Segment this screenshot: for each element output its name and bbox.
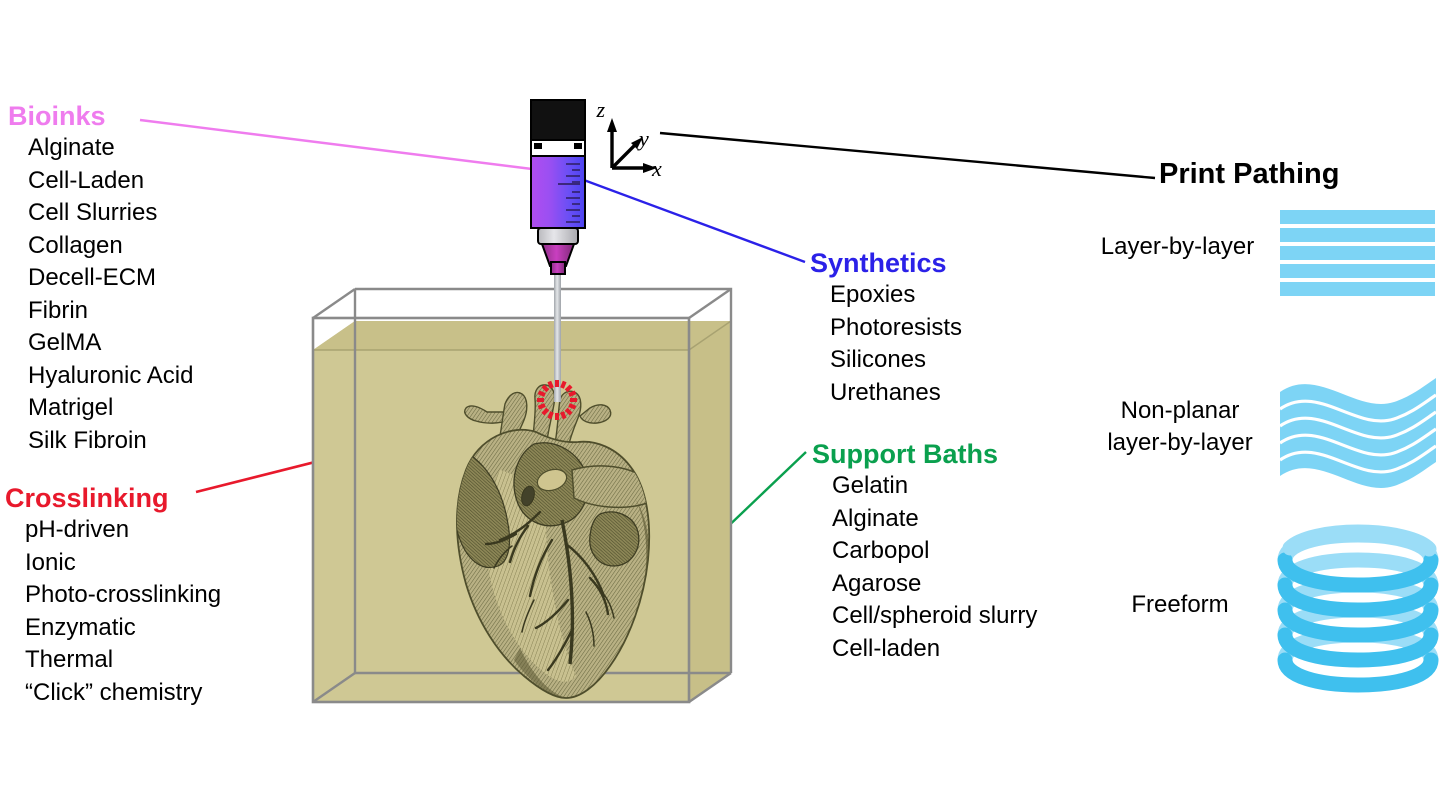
crosslinking-list: pH-driven Ionic Photo-crosslinking Enzym…	[5, 514, 221, 709]
synthetics-list: Epoxies Photoresists Silicones Urethanes	[810, 279, 962, 409]
bath-liquid-right-face	[689, 321, 731, 702]
anatomical-heart	[456, 384, 651, 699]
red-dashed-ring	[537, 380, 577, 420]
print-pathing-title: Print Pathing	[1159, 158, 1340, 190]
list-item: GelMA	[28, 329, 102, 356]
list-item: Thermal	[25, 646, 114, 673]
syringe-luer-collar	[537, 227, 579, 245]
bioinks-panel: Bioinks Alginate Cell-Laden Cell Slurrie…	[8, 100, 193, 457]
list-item: Alginate	[28, 134, 115, 161]
bioinks-title: Bioinks	[8, 101, 106, 131]
list-item: Collagen	[28, 231, 123, 259]
support-baths-list: Gelatin Alginate Carbopol Agarose Cell/s…	[812, 470, 1037, 665]
wavy-lines-icon	[1279, 378, 1437, 488]
print-pathing-panel: Print Pathing	[1159, 158, 1339, 190]
list-item: Cell Slurries	[28, 199, 158, 226]
leader-line-support-baths	[675, 451, 807, 577]
syringe-barrel	[530, 155, 586, 229]
list-item: Photo-crosslinking	[25, 581, 222, 608]
list-item: Fibrin	[28, 296, 89, 324]
list-item: Cell-Laden	[28, 166, 145, 194]
axis-label-z: z	[595, 97, 605, 122]
stacked-lines-icon	[1280, 210, 1435, 296]
pathing-label-layer-by-layer: Layer-by-layer	[1100, 233, 1255, 260]
pathing-label-freeform: Freeform	[1131, 591, 1229, 618]
list-item: Alginate	[832, 504, 919, 532]
syringe-nozzle	[540, 243, 576, 267]
syringe-printhead	[530, 99, 586, 275]
list-item: Photoresists	[830, 313, 963, 341]
bath-liquid-left-face	[313, 321, 355, 702]
synthetics-title: Synthetics	[810, 248, 947, 278]
list-item: Silk Fibroin	[28, 426, 147, 454]
list-item: Matrigel	[28, 394, 114, 421]
support-baths-panel: Support Baths Gelatin Alginate Carbopol …	[812, 438, 1037, 665]
syringe-plunger-block	[530, 99, 586, 141]
list-item: Silicones	[830, 346, 927, 373]
list-item: Ionic	[25, 548, 76, 576]
axis-triad	[607, 118, 657, 173]
synthetics-panel: Synthetics Epoxies Photoresists Silicone…	[810, 247, 962, 409]
bioinks-list: Alginate Cell-Laden Cell Slurries Collag…	[8, 132, 193, 457]
leader-line-synthetics	[572, 174, 806, 264]
leader-line-crosslinking	[195, 402, 546, 494]
crosslinking-panel: Crosslinking pH-driven Ionic Photo-cross…	[5, 482, 221, 709]
list-item: Cell/spheroid slurry	[832, 602, 1038, 629]
bath-liquid-surface	[313, 321, 731, 350]
bath-liquid-front-face	[313, 350, 689, 702]
axis-label-y: y	[637, 126, 649, 151]
list-item: Gelatin	[832, 472, 909, 499]
list-item: Hyaluronic Acid	[28, 361, 194, 389]
pathing-label-non-planar-line2: layer-by-layer	[1107, 429, 1253, 456]
pathing-label-non-planar-line1: Non-planar	[1120, 397, 1240, 424]
leader-line-print-pathing	[659, 131, 1156, 180]
list-item: pH-driven	[25, 516, 130, 543]
syringe-cap-band	[530, 139, 586, 157]
needle-shaft	[554, 270, 561, 402]
list-item: Decell-ECM	[28, 264, 157, 291]
list-item: Enzymatic	[25, 613, 136, 641]
list-item: Cell-laden	[832, 634, 941, 662]
leader-line-bioinks	[139, 118, 541, 172]
support-bath-tank	[311, 287, 733, 704]
list-item: Urethanes	[830, 378, 941, 406]
helix-coil-icon	[1277, 524, 1439, 693]
list-item: “Click” chemistry	[25, 678, 203, 706]
list-item: Epoxies	[830, 281, 916, 308]
axis-label-x: x	[651, 156, 662, 181]
support-baths-title: Support Baths	[812, 439, 998, 469]
crosslinking-title: Crosslinking	[5, 483, 169, 513]
list-item: Carbopol	[832, 537, 930, 564]
list-item: Agarose	[832, 569, 922, 597]
